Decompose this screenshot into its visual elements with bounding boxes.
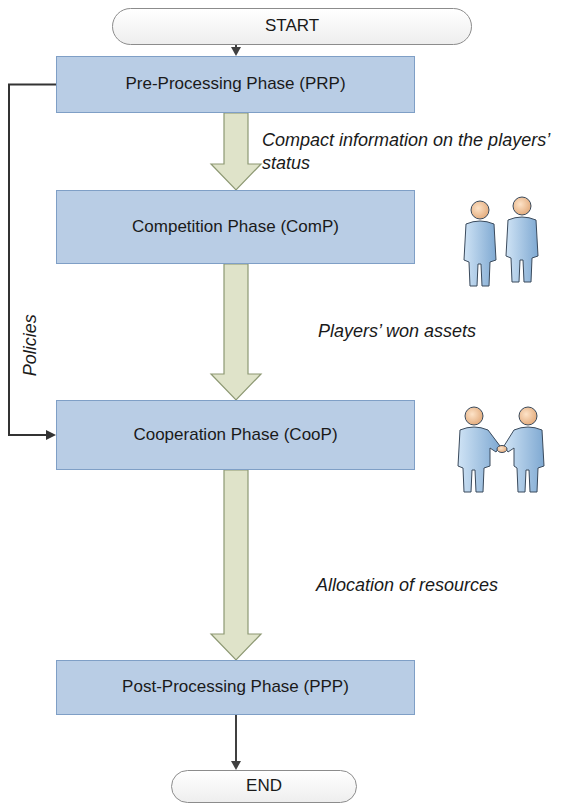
node-label: Pre-Processing Phase (PRP) — [117, 74, 353, 94]
edge-label: Policies — [19, 314, 42, 376]
connector — [231, 45, 241, 56]
node-label: Cooperation Phase (CooP) — [125, 425, 345, 445]
process-box: Competition Phase (ComP) — [56, 190, 415, 264]
handshake-figure — [458, 407, 544, 492]
edge-label: Compact information on the players’ stat… — [262, 129, 580, 174]
connector — [9, 85, 56, 441]
person-figure — [464, 197, 538, 286]
terminal-end: END — [171, 770, 357, 803]
node-label: Competition Phase (ComP) — [124, 217, 347, 237]
process-box: Post-Processing Phase (PPP) — [56, 660, 415, 715]
connector — [211, 264, 261, 400]
terminal-start: START — [112, 8, 472, 45]
edge-label: Players’ won assets — [318, 320, 578, 343]
connector — [211, 113, 261, 190]
edge-label: Allocation of resources — [316, 574, 580, 597]
node-label: END — [238, 776, 290, 796]
connector — [211, 470, 261, 660]
process-box: Cooperation Phase (CooP) — [56, 400, 415, 470]
process-box: Pre-Processing Phase (PRP) — [56, 56, 415, 113]
connector — [231, 715, 241, 770]
node-label: Post-Processing Phase (PPP) — [114, 677, 357, 697]
node-label: START — [257, 16, 327, 36]
